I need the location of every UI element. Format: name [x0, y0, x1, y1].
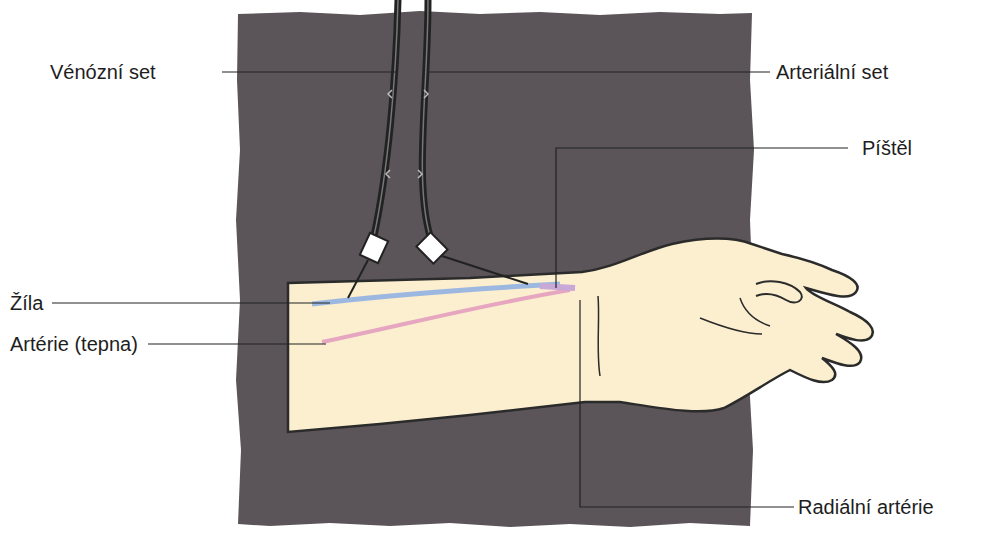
tube-highlight — [374, 0, 430, 236]
venous-needle — [348, 260, 368, 298]
part-label: Píštěl — [862, 136, 912, 160]
venous-clip — [360, 233, 388, 263]
leader-line — [556, 148, 848, 288]
arterial-clip — [416, 232, 447, 263]
part-label: Arteriální set — [776, 60, 888, 84]
part-label: Artérie (tepna) — [10, 332, 138, 356]
fistula — [540, 286, 575, 288]
flow-marks — [386, 90, 428, 178]
part-label: Žíla — [10, 291, 43, 315]
thumb — [756, 281, 802, 302]
part-label: Vénózní set — [50, 60, 156, 84]
leader-line — [52, 302, 330, 303]
part-label: Radiální artérie — [798, 495, 934, 519]
artery — [322, 290, 570, 342]
venous-tube — [374, 0, 398, 236]
leader-line — [222, 71, 396, 72]
wrist-crease — [598, 296, 600, 376]
leader-line — [580, 300, 794, 507]
knuckle-line — [700, 298, 770, 334]
leader-line — [148, 343, 326, 344]
leader-line — [428, 71, 770, 72]
arterial-needle — [442, 256, 528, 284]
